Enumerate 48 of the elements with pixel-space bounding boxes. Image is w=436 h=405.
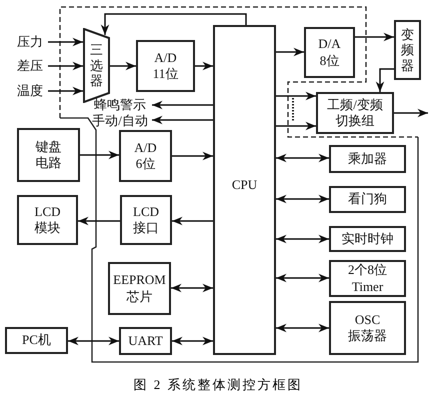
figure-caption: 图 2 系统整体测控方框图 [132, 376, 304, 394]
peripheral-box: 看门狗 [329, 186, 406, 213]
arrow [48, 62, 83, 70]
arrow [152, 100, 213, 110]
memory-chip-box: EEPROM 芯片 [108, 262, 171, 315]
arrow [276, 324, 329, 332]
timer-box: 2个8位 Timer [329, 260, 406, 297]
interface-box: LCD 接口 [120, 195, 172, 245]
arrow [195, 62, 213, 70]
arrow [376, 68, 394, 92]
peripheral-box: 乘加器 [329, 145, 406, 173]
lcd-module-box: LCD 模块 [17, 195, 78, 245]
input-label: 差压 [12, 58, 48, 74]
arrow [276, 274, 329, 282]
arrow [78, 216, 120, 226]
arrow [48, 38, 83, 46]
cpu-box: CPU [213, 25, 276, 355]
arrow [276, 122, 316, 130]
arrow [80, 150, 119, 160]
switch-group-box: 工频/变频切换组 [316, 92, 394, 134]
arrow [276, 92, 316, 100]
arrow [48, 86, 83, 96]
input-label: 温度 [12, 83, 48, 99]
oscillator-box: OSC 振荡器 [329, 301, 406, 355]
arrow [100, 13, 247, 35]
peripheral-box: 实时时钟 [329, 226, 406, 252]
arrow [276, 194, 329, 204]
uart-box: UART [119, 327, 172, 355]
pc-box: PC机 [5, 327, 68, 354]
keyboard-circuit-box: 键盘电路 [17, 128, 80, 182]
converter-box: D/A 8位 [304, 27, 355, 78]
arrow [276, 48, 304, 56]
converter-box: A/D 6位 [119, 130, 172, 182]
arrow [276, 234, 329, 244]
inverter-box: 变频器 [394, 20, 421, 80]
arrow [276, 154, 329, 162]
arrow [172, 216, 213, 226]
arrow [172, 336, 213, 346]
arrow [355, 32, 394, 42]
arrow [152, 116, 213, 124]
arrow [171, 284, 213, 292]
signal-label: 手动/自动 [88, 113, 152, 129]
arrow [110, 62, 136, 70]
arrow [172, 152, 213, 160]
arrow [68, 336, 119, 346]
converter-box: A/D 11位 [136, 40, 195, 92]
arrow [394, 108, 428, 118]
input-label: 压力 [12, 34, 48, 50]
